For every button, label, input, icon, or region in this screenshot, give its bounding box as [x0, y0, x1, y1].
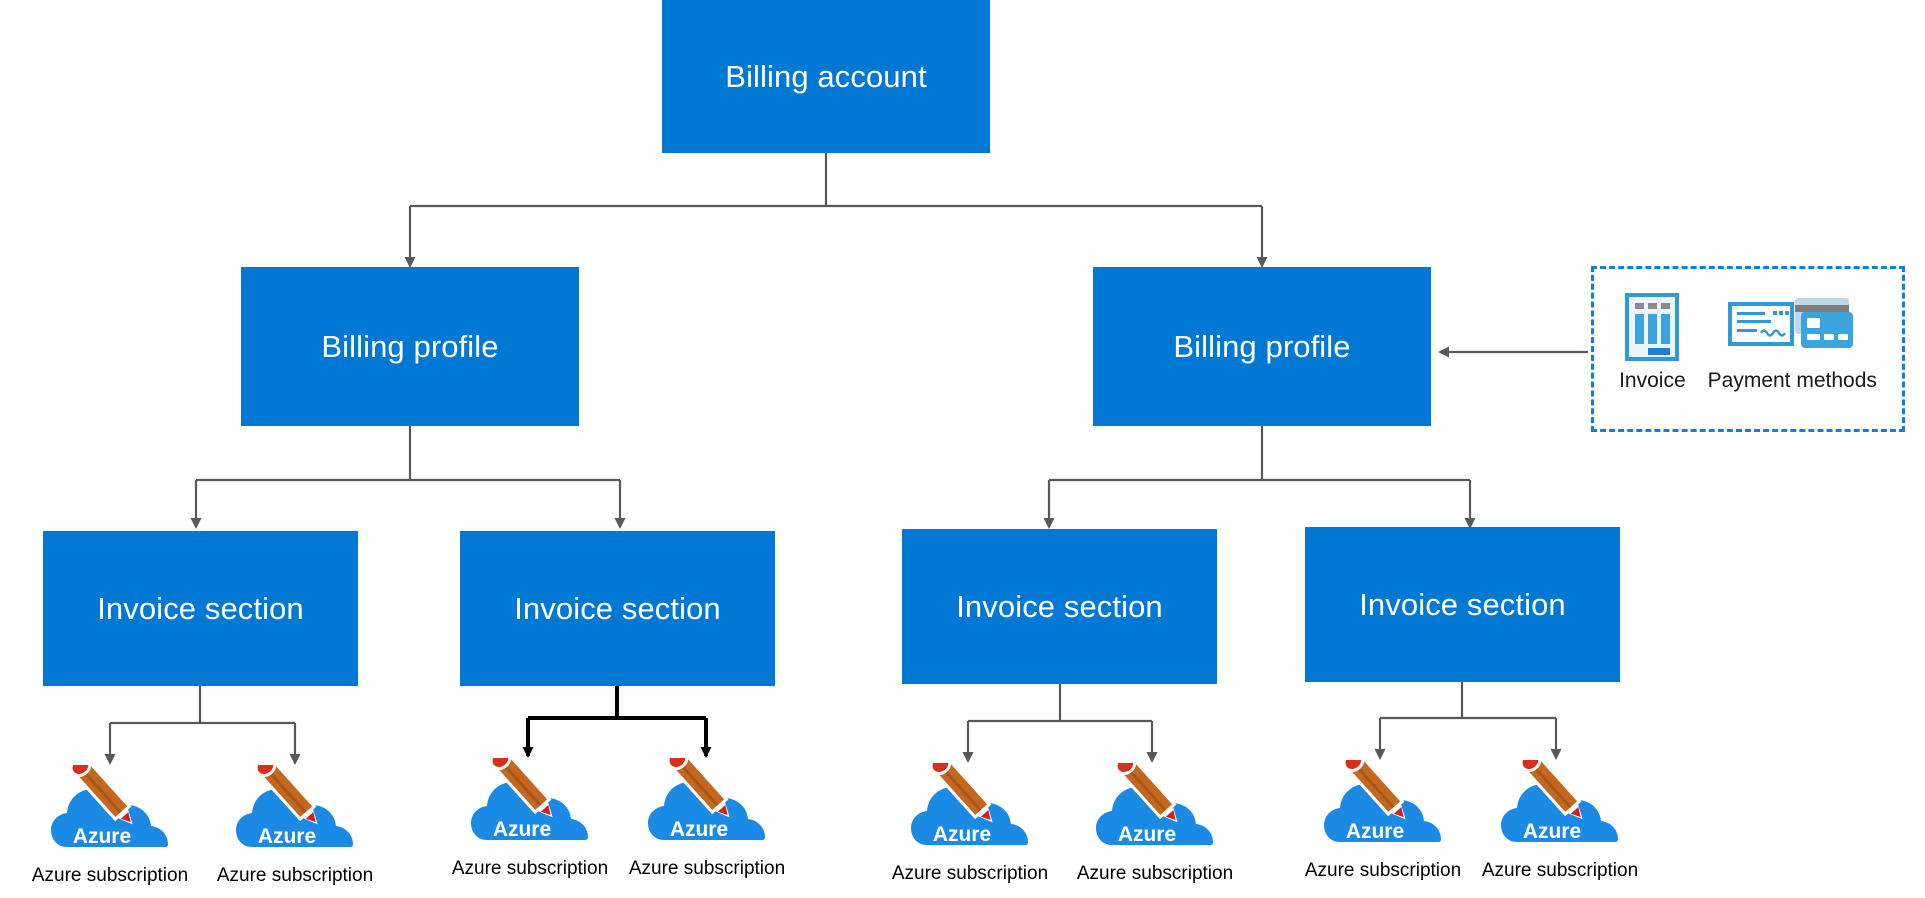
- legend-item-invoice-label: Invoice: [1619, 369, 1686, 392]
- connector-invoice-section-2: [522, 686, 712, 758]
- azure-badge-text: Azure: [1118, 823, 1176, 846]
- node-invoice-section-1-label: Invoice section: [97, 590, 304, 626]
- node-invoice-section-4-label: Invoice section: [1359, 586, 1566, 622]
- azure-subscription-icon: Azure: [1501, 752, 1619, 852]
- azure-badge-text: Azure: [493, 818, 551, 841]
- azure-subscription-3-label: Azure subscription: [451, 858, 609, 879]
- azure-subscription-3[interactable]: Azure Azure subscription: [415, 750, 645, 880]
- azure-subscription-1-label: Azure subscription: [31, 865, 189, 886]
- payment-legend-box: Invoice: [1591, 266, 1905, 432]
- legend-item-payment-methods-label: Payment methods: [1707, 369, 1877, 392]
- node-billing-profile-1[interactable]: Billing profile: [241, 267, 579, 426]
- azure-subscription-icon: Azure: [51, 757, 169, 857]
- azure-subscription-1[interactable]: Azure Azure subscription: [0, 757, 225, 887]
- node-invoice-section-2-label: Invoice section: [514, 590, 721, 626]
- azure-subscription-icon: Azure: [236, 757, 354, 857]
- azure-subscription-icon: Azure: [1096, 755, 1214, 855]
- azure-badge-text: Azure: [1523, 820, 1581, 843]
- node-billing-profile-2-label: Billing profile: [1173, 328, 1351, 364]
- azure-subscription-4[interactable]: Azure Azure subscription: [592, 750, 822, 880]
- legend-item-invoice[interactable]: Invoice: [1619, 291, 1686, 393]
- azure-subscription-icon: Azure: [471, 750, 589, 850]
- invoice-document-icon: [1624, 291, 1680, 363]
- node-invoice-section-2[interactable]: Invoice section: [460, 531, 775, 686]
- node-invoice-section-4[interactable]: Invoice section: [1305, 527, 1620, 682]
- azure-subscription-8[interactable]: Azure Azure subscription: [1445, 752, 1675, 882]
- node-invoice-section-1[interactable]: Invoice section: [43, 531, 358, 686]
- azure-badge-text: Azure: [1346, 820, 1404, 843]
- node-invoice-section-3[interactable]: Invoice section: [902, 529, 1217, 684]
- node-billing-profile-1-label: Billing profile: [321, 328, 499, 364]
- azure-subscription-icon: Azure: [911, 755, 1029, 855]
- azure-badge-text: Azure: [258, 825, 316, 848]
- legend-item-payment-methods[interactable]: Payment methods: [1708, 291, 1877, 393]
- node-billing-account-label: Billing account: [725, 58, 927, 94]
- azure-subscription-5-label: Azure subscription: [891, 863, 1049, 884]
- azure-subscription-2-label: Azure subscription: [216, 865, 374, 886]
- node-billing-account[interactable]: Billing account: [662, 0, 990, 153]
- azure-badge-text: Azure: [670, 818, 728, 841]
- azure-subscription-4-label: Azure subscription: [628, 858, 786, 879]
- node-invoice-section-3-label: Invoice section: [956, 588, 1163, 624]
- azure-subscription-6[interactable]: Azure Azure subscription: [1040, 755, 1270, 885]
- azure-subscription-6-label: Azure subscription: [1076, 863, 1234, 884]
- payment-methods-icon: [1727, 291, 1857, 363]
- azure-subscription-7-label: Azure subscription: [1304, 860, 1462, 881]
- azure-badge-text: Azure: [933, 823, 991, 846]
- azure-subscription-icon: Azure: [1324, 752, 1442, 852]
- azure-subscription-8-label: Azure subscription: [1481, 860, 1639, 881]
- azure-badge-text: Azure: [73, 825, 131, 848]
- azure-subscription-2[interactable]: Azure Azure subscription: [180, 757, 410, 887]
- azure-subscription-icon: Azure: [648, 750, 766, 850]
- node-billing-profile-2[interactable]: Billing profile: [1093, 267, 1431, 426]
